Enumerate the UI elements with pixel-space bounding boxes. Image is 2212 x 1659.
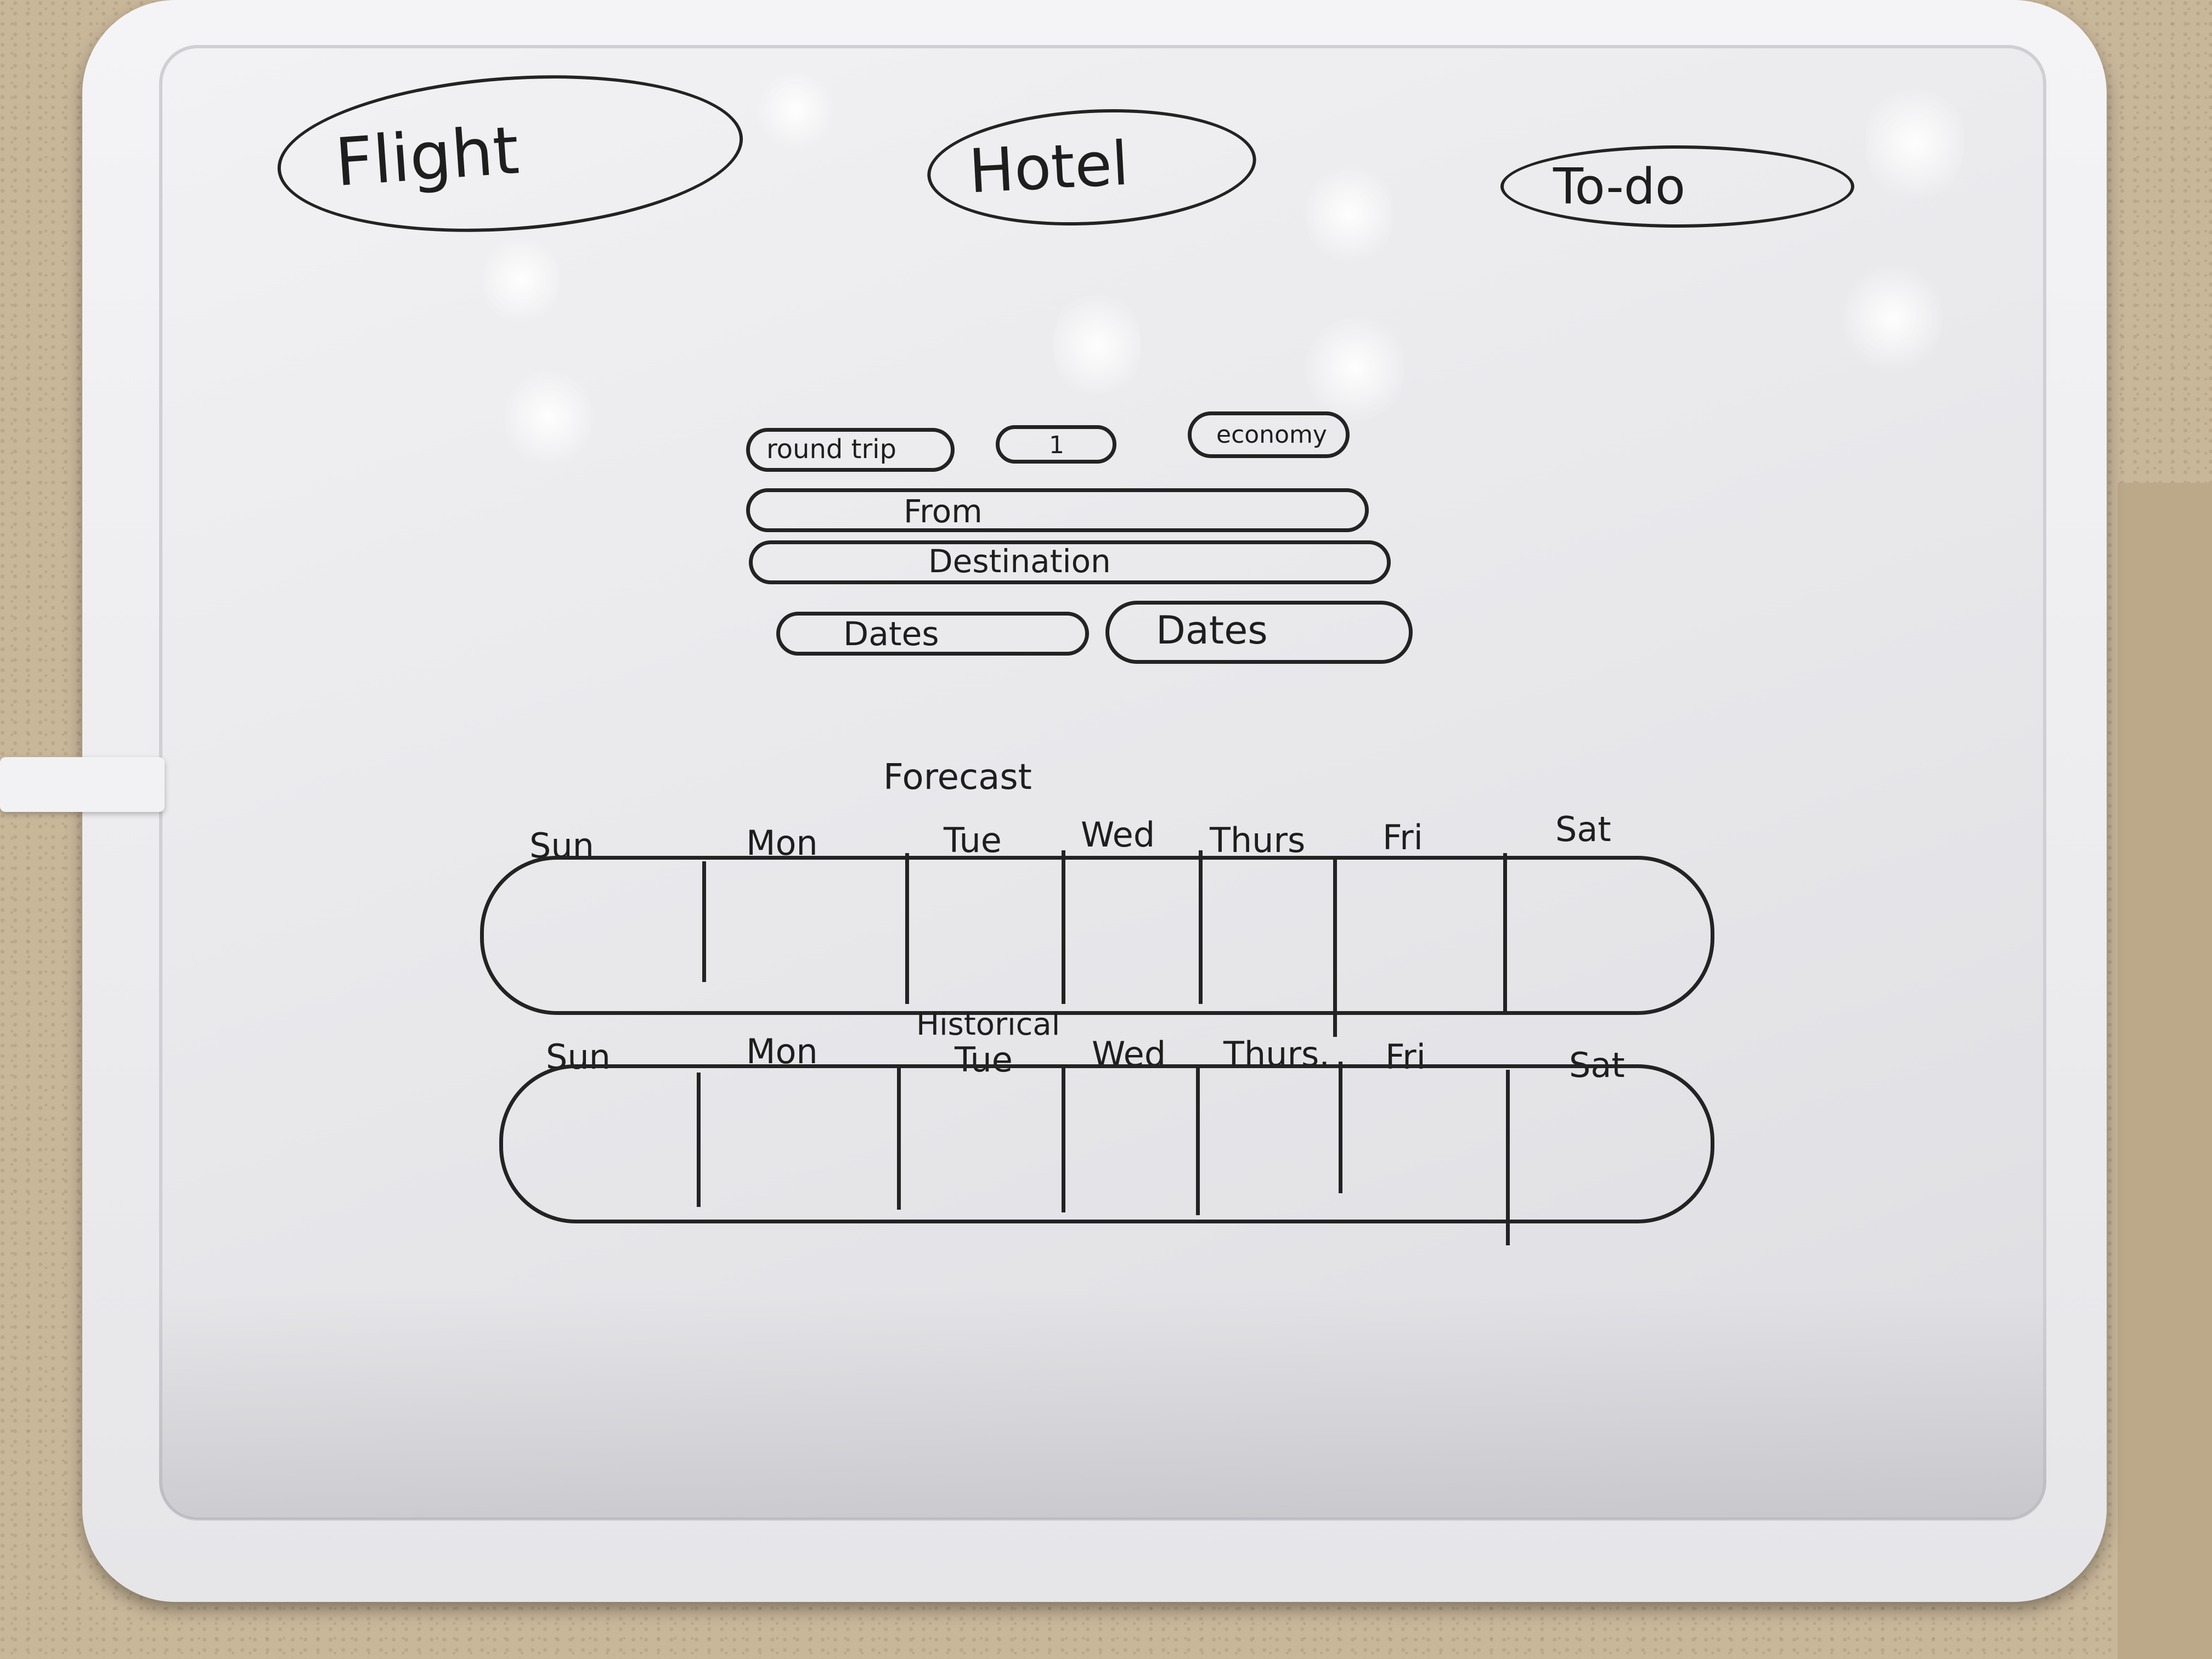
reflection [1306,159,1393,269]
tab-flight-label: Flight [332,112,522,202]
forecast-day-label: Sat [1555,809,1611,849]
historical-day-label: Fri [1385,1037,1426,1077]
from-placeholder: From [904,493,983,530]
historical-divider [897,1067,901,1210]
from-field[interactable]: From [746,488,1369,532]
forecast-title: Forecast [883,757,1032,798]
cabin-class-value: economy [1216,421,1327,449]
tab-todo[interactable]: To-do [1500,145,1854,228]
forecast-day-label: Wed [1081,815,1155,855]
tab-todo-label: To-do [1553,158,1686,216]
depart-dates-field[interactable]: Dates [776,612,1089,656]
reflection [1053,285,1141,406]
trip-type-value: round trip [766,434,896,465]
historical-divider [697,1073,701,1207]
historical-divider [1339,1062,1342,1193]
historical-day-label: Tue [955,1040,1013,1080]
forecast-divider [1062,850,1065,1004]
passenger-count-value: 1 [1049,431,1064,459]
forecast-divider [702,861,706,982]
board-clip [0,757,165,812]
countertop-edge [2118,483,2212,1659]
forecast-divider [1199,850,1203,1004]
historical-divider [1062,1064,1065,1212]
reflection [1306,307,1404,428]
board-shadow [159,1289,2046,1520]
historical-divider [1196,1067,1200,1215]
forecast-day-label: Thurs [1210,820,1306,860]
reflection [505,362,592,472]
tab-hotel-label: Hotel [967,128,1131,207]
forecast-divider [1333,856,1337,1037]
trip-type-select[interactable]: round trip [746,428,955,472]
forecast-week-strip [480,856,1714,1015]
forecast-divider [905,853,909,1004]
reflection [757,66,834,154]
reflection [483,230,560,329]
forecast-divider [1503,853,1507,1012]
reflection [1843,258,1942,379]
destination-placeholder: Destination [928,543,1111,580]
return-dates-placeholder: Dates [1156,608,1268,653]
cabin-class-select[interactable]: economy [1188,411,1350,458]
reflection [1865,77,1964,208]
historical-week-strip [499,1064,1714,1223]
historical-title: Historical [916,1007,1060,1042]
depart-dates-placeholder: Dates [843,615,939,653]
return-dates-field[interactable]: Dates [1105,601,1413,664]
forecast-day-label: Tue [944,820,1002,860]
historical-divider [1506,1070,1510,1245]
passenger-count-select[interactable]: 1 [996,425,1116,464]
destination-field[interactable]: Destination [749,540,1391,584]
forecast-day-label: Fri [1383,817,1423,857]
